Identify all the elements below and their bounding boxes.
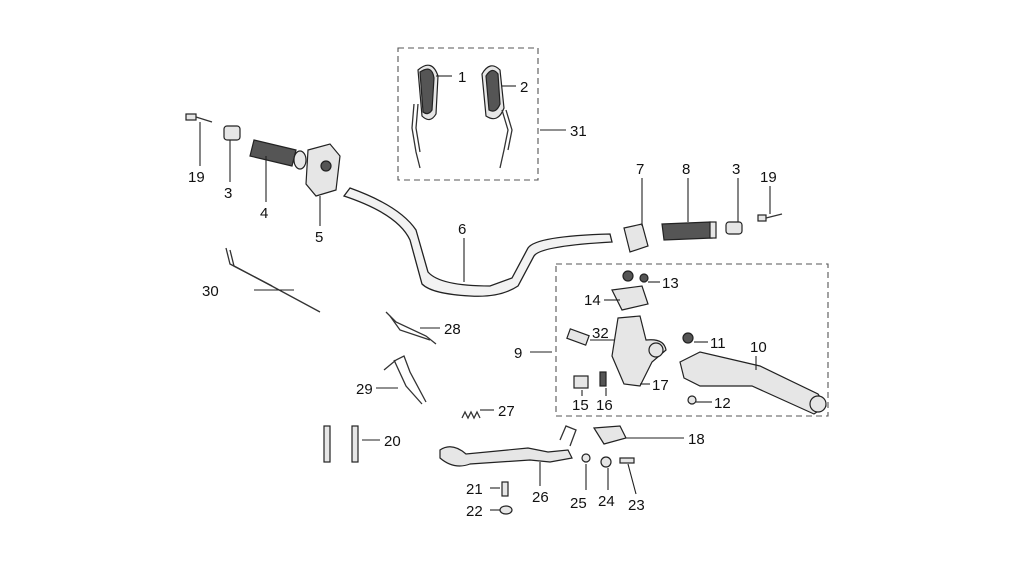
- part-label-2: 2: [520, 79, 528, 96]
- part-label-3-left: 3: [224, 185, 232, 202]
- part-label-27: 27: [498, 403, 515, 420]
- mirror-group-box: [397, 47, 539, 181]
- part-label-8: 8: [682, 161, 690, 178]
- spring-27: [461, 410, 481, 420]
- throttle-housing-right: [623, 223, 649, 253]
- pin-25: [581, 453, 591, 463]
- part-label-25: 25: [570, 495, 587, 512]
- part-labels: 1 2 31 19 3 4 5 6 7 8 3 19 13 14 32 9 11…: [188, 69, 777, 520]
- weight-left: [223, 125, 241, 141]
- part-label-12: 12: [714, 395, 731, 412]
- part-label-19-left: 19: [188, 169, 205, 186]
- part-label-10: 10: [750, 339, 767, 356]
- part-label-20: 20: [384, 433, 401, 450]
- mirror-left: [411, 64, 439, 169]
- clutch-group-box: [555, 263, 829, 417]
- cable-29: [383, 355, 427, 403]
- part-label-7: 7: [636, 161, 644, 178]
- part-label-3-right: 3: [732, 161, 740, 178]
- part-label-18: 18: [688, 431, 705, 448]
- mirror-right: [481, 65, 513, 169]
- part-label-9: 9: [514, 345, 522, 362]
- bolt-right: [757, 213, 783, 222]
- bolt-left: [185, 113, 213, 123]
- part-label-26: 26: [532, 489, 549, 506]
- part-label-28: 28: [444, 321, 461, 338]
- part-label-22: 22: [466, 503, 483, 520]
- handlebar: [342, 187, 613, 297]
- brake-pedal: [439, 425, 577, 467]
- weight-right: [725, 221, 743, 235]
- rods-20: [323, 425, 359, 463]
- part-label-30: 30: [202, 283, 219, 300]
- clutch-perch: [566, 270, 667, 389]
- part-label-23: 23: [628, 497, 645, 514]
- part-label-21: 21: [466, 481, 483, 498]
- part-label-16: 16: [596, 397, 613, 414]
- part-label-32: 32: [592, 325, 609, 342]
- clutch-lever: [679, 332, 827, 415]
- part-label-31: 31: [570, 123, 587, 140]
- bolt-21: [501, 481, 509, 497]
- part-label-1: 1: [458, 69, 466, 86]
- part-label-6: 6: [458, 221, 466, 238]
- grip-left: [249, 139, 307, 170]
- part-label-4: 4: [260, 205, 268, 222]
- nut-22: [499, 505, 513, 515]
- brake-arm-18: [592, 425, 627, 445]
- leader-lines: [199, 75, 771, 511]
- switch-housing-left: [305, 143, 341, 197]
- washer-24: [600, 456, 612, 468]
- part-label-17: 17: [652, 377, 669, 394]
- part-label-29: 29: [356, 381, 373, 398]
- part-label-5: 5: [315, 229, 323, 246]
- part-label-11: 11: [710, 335, 726, 352]
- bolt-23: [619, 457, 635, 464]
- grip-right: [661, 221, 717, 241]
- part-label-13: 13: [662, 275, 679, 292]
- part-label-14: 14: [584, 292, 601, 309]
- cable-30: [225, 247, 321, 313]
- part-label-19-right: 19: [760, 169, 777, 186]
- part-label-24: 24: [598, 493, 615, 510]
- part-label-15: 15: [572, 397, 589, 414]
